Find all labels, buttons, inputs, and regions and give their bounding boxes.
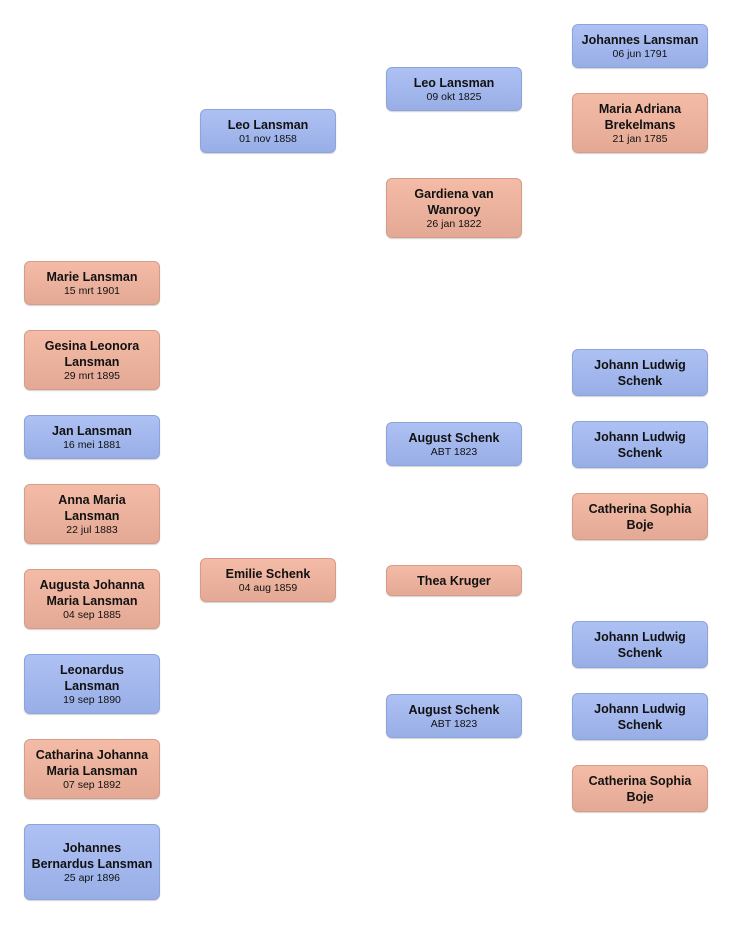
- person-name: Leonardus Lansman: [60, 662, 124, 693]
- person-date: 21 jan 1785: [612, 132, 668, 145]
- person-date: 06 jun 1791: [612, 47, 668, 60]
- person-date: 29 mrt 1895: [63, 369, 121, 382]
- child-node[interactable]: Leonardus Lansman 19 sep 1890: [24, 654, 160, 714]
- great-grandparent-node[interactable]: Catherina Sophia Boje: [572, 493, 708, 540]
- person-name: Emilie Schenk: [225, 566, 311, 581]
- person-name: Thea Kruger: [417, 573, 491, 588]
- great-grandparent-node[interactable]: Johann Ludwig Schenk: [572, 349, 708, 396]
- person-date: 04 aug 1859: [238, 581, 298, 594]
- person-date: 25 apr 1896: [63, 871, 121, 884]
- person-name: Augusta Johanna Maria Lansman: [39, 577, 145, 608]
- grandparent-node[interactable]: August Schenk ABT 1823: [386, 422, 522, 466]
- person-name: Johann Ludwig Schenk: [594, 701, 686, 732]
- great-grandparent-node[interactable]: Maria Adriana Brekelmans 21 jan 1785: [572, 93, 708, 153]
- great-grandparent-node[interactable]: Johann Ludwig Schenk: [572, 693, 708, 740]
- person-name: Gesina Leonora Lansman: [44, 338, 140, 369]
- grandparent-node[interactable]: Leo Lansman 09 okt 1825: [386, 67, 522, 111]
- person-name: Marie Lansman: [46, 269, 138, 284]
- mother-node[interactable]: Emilie Schenk 04 aug 1859: [200, 558, 336, 602]
- person-name: Leo Lansman: [227, 117, 309, 132]
- person-name: Maria Adriana Brekelmans: [598, 101, 682, 132]
- person-date: 16 mei 1881: [63, 438, 121, 451]
- child-node[interactable]: Anna Maria Lansman 22 jul 1883: [24, 484, 160, 544]
- child-node[interactable]: Jan Lansman 16 mei 1881: [24, 415, 160, 459]
- person-date: 19 sep 1890: [63, 693, 121, 706]
- person-date: 26 jan 1822: [426, 217, 482, 230]
- person-name: Catherina Sophia Boje: [588, 773, 692, 804]
- person-date: 22 jul 1883: [66, 523, 118, 536]
- person-name: Catharina Johanna Maria Lansman: [35, 747, 149, 778]
- person-date: 15 mrt 1901: [63, 284, 121, 297]
- great-grandparent-node[interactable]: Johann Ludwig Schenk: [572, 621, 708, 668]
- person-name: Johann Ludwig Schenk: [594, 357, 686, 388]
- child-node[interactable]: Marie Lansman 15 mrt 1901: [24, 261, 160, 305]
- grandparent-node[interactable]: Gardiena van Wanrooy 26 jan 1822: [386, 178, 522, 238]
- person-date: 04 sep 1885: [63, 608, 121, 621]
- person-name: Jan Lansman: [52, 423, 132, 438]
- child-node[interactable]: Gesina Leonora Lansman 29 mrt 1895: [24, 330, 160, 390]
- person-name: Catherina Sophia Boje: [588, 501, 692, 532]
- person-name: Johann Ludwig Schenk: [594, 429, 686, 460]
- person-name: Johannes Bernardus Lansman: [31, 840, 153, 871]
- person-name: Johannes Lansman: [581, 32, 699, 47]
- person-name: Gardiena van Wanrooy: [414, 186, 494, 217]
- child-node[interactable]: Catharina Johanna Maria Lansman 07 sep 1…: [24, 739, 160, 799]
- grandparent-node[interactable]: Thea Kruger: [386, 565, 522, 596]
- person-name: August Schenk: [408, 702, 500, 717]
- child-node[interactable]: Johannes Bernardus Lansman 25 apr 1896: [24, 824, 160, 900]
- person-date: 09 okt 1825: [426, 90, 482, 103]
- person-name: Anna Maria Lansman: [58, 492, 126, 523]
- great-grandparent-node[interactable]: Johannes Lansman 06 jun 1791: [572, 24, 708, 68]
- child-node[interactable]: Augusta Johanna Maria Lansman 04 sep 188…: [24, 569, 160, 629]
- person-date: ABT 1823: [430, 717, 478, 730]
- person-date: ABT 1823: [430, 445, 478, 458]
- grandparent-node[interactable]: August Schenk ABT 1823: [386, 694, 522, 738]
- great-grandparent-node[interactable]: Johann Ludwig Schenk: [572, 421, 708, 468]
- great-grandparent-node[interactable]: Catherina Sophia Boje: [572, 765, 708, 812]
- person-name: Leo Lansman: [413, 75, 495, 90]
- person-date: 07 sep 1892: [63, 778, 121, 791]
- person-name: August Schenk: [408, 430, 500, 445]
- person-date: 01 nov 1858: [239, 132, 297, 145]
- person-name: Johann Ludwig Schenk: [594, 629, 686, 660]
- father-node[interactable]: Leo Lansman 01 nov 1858: [200, 109, 336, 153]
